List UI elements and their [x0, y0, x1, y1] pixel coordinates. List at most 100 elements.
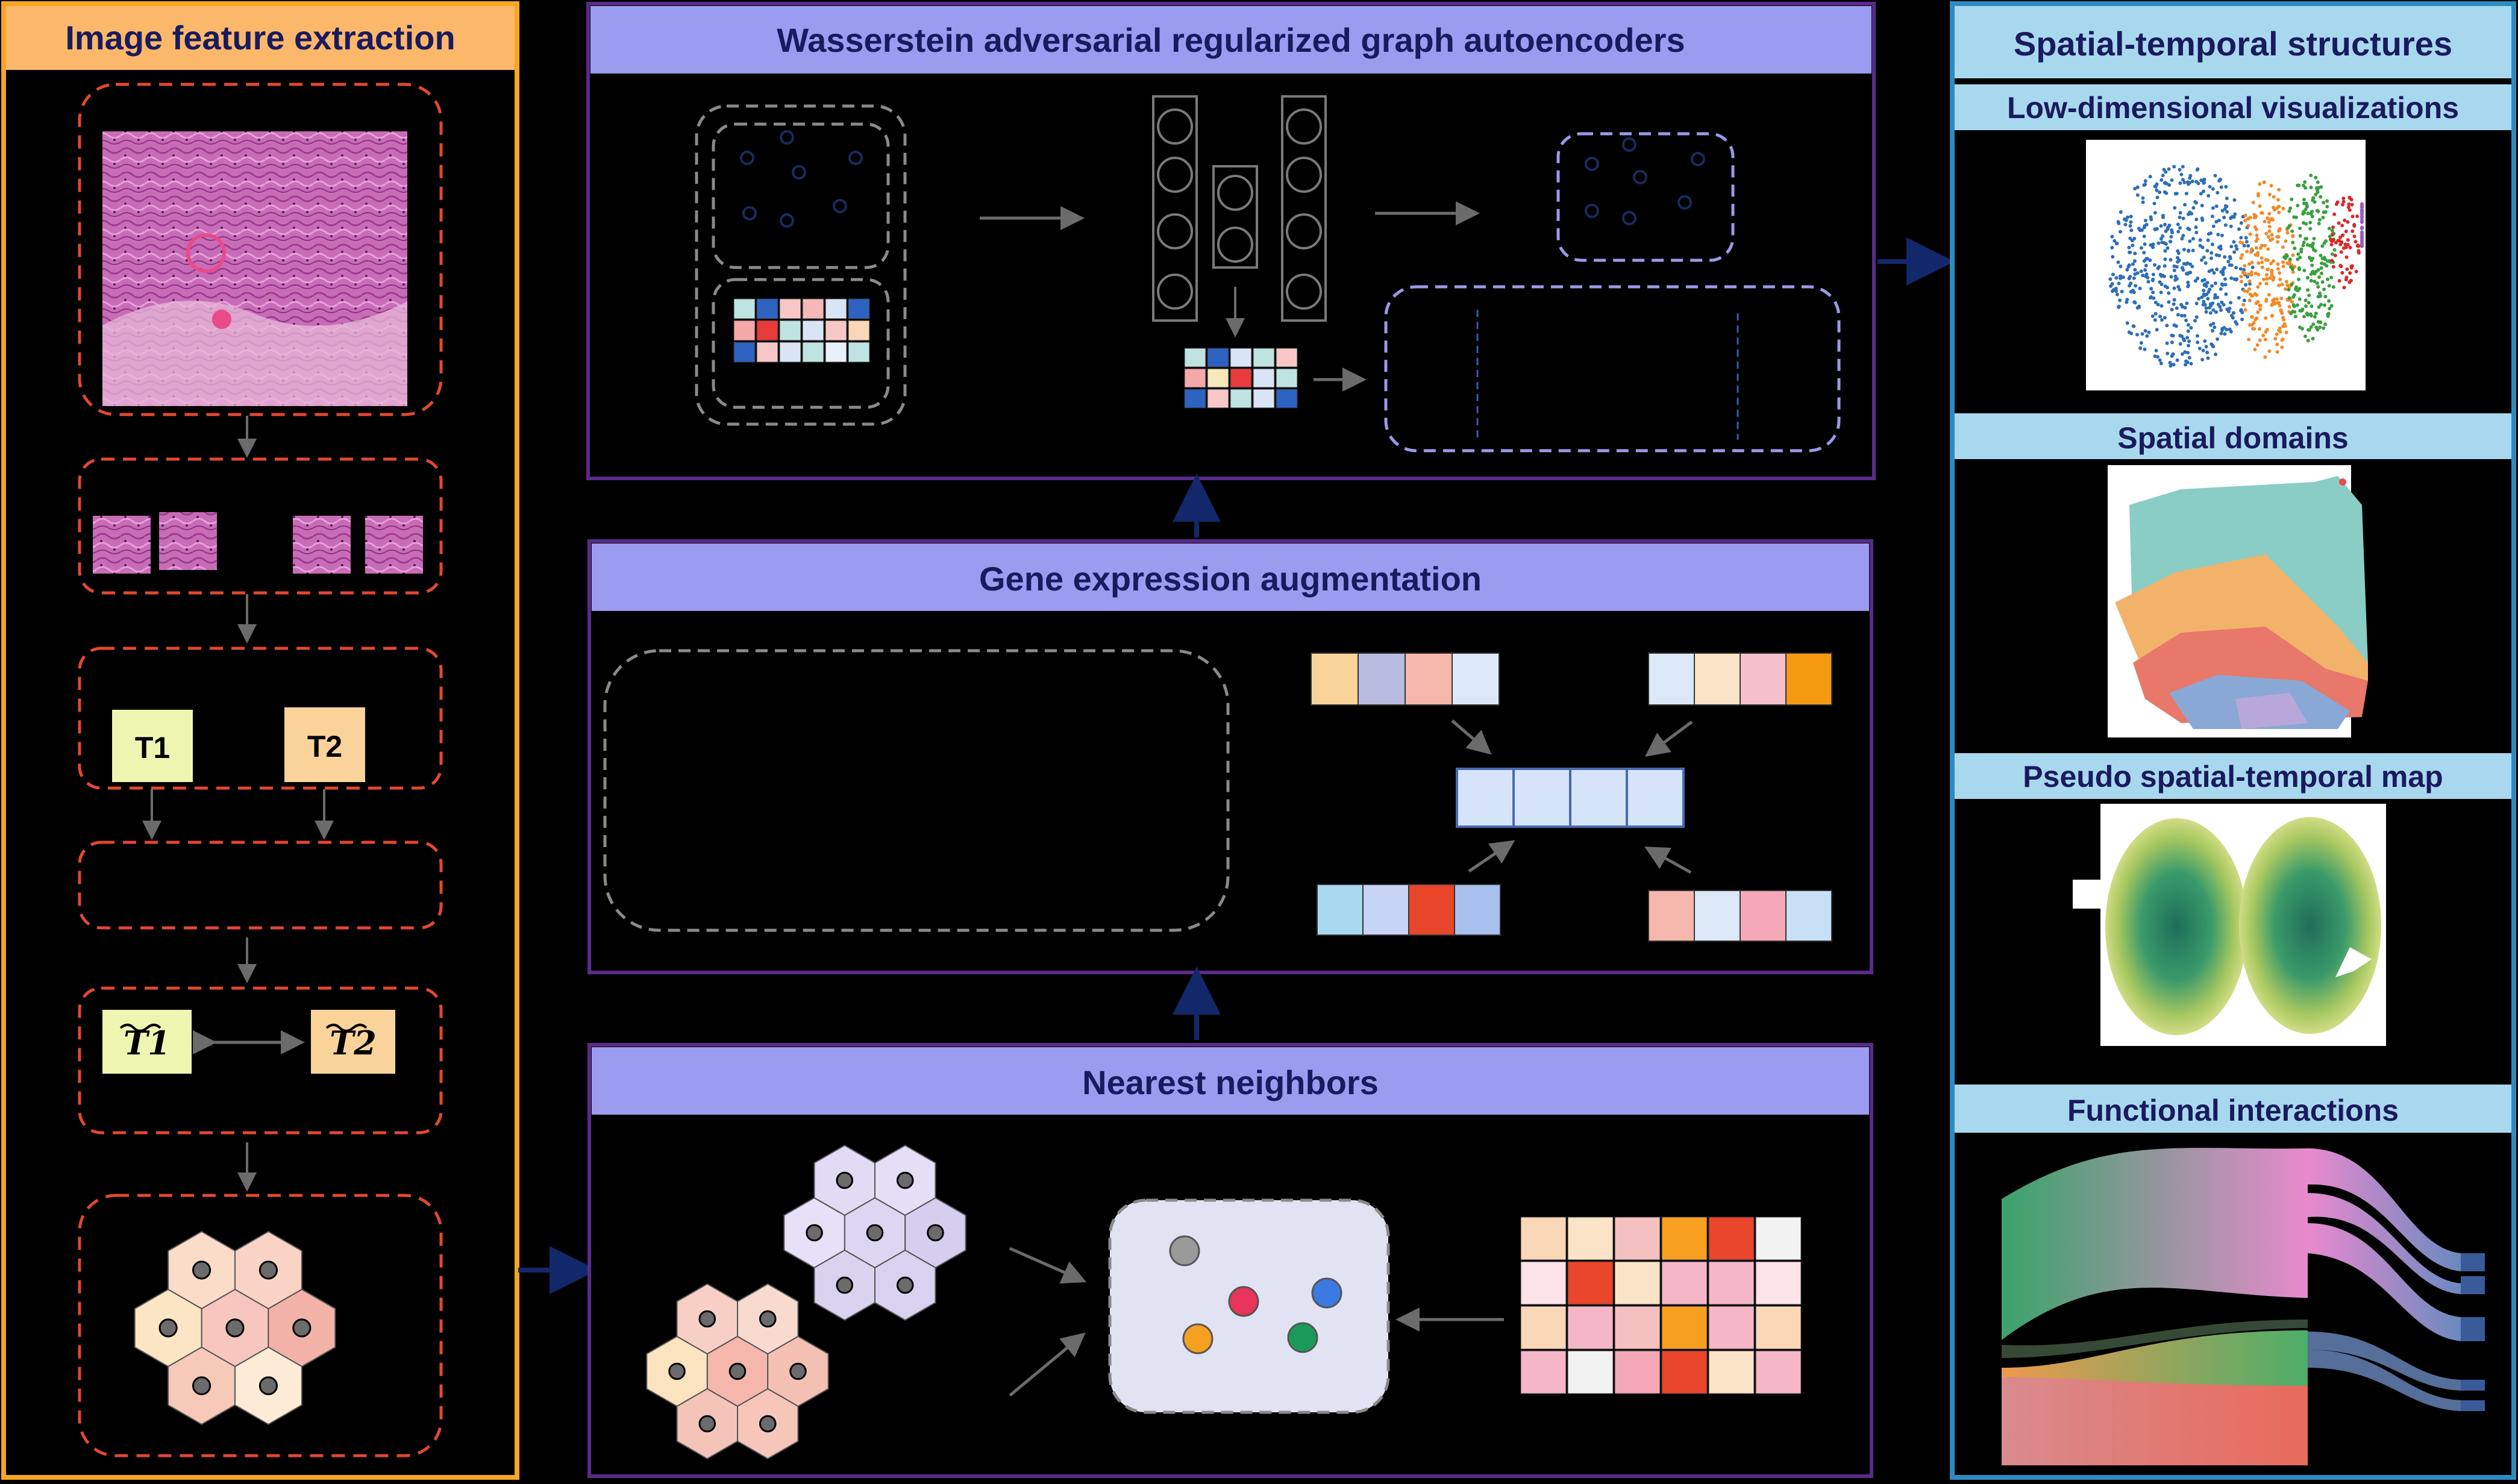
scatter-point — [2291, 270, 2295, 274]
hexgrid-left — [134, 1230, 336, 1426]
scatter-point — [2297, 297, 2302, 301]
scatter-point — [2217, 179, 2221, 183]
arrow-aug-1 — [1451, 719, 1492, 755]
scatter-point — [2360, 226, 2364, 230]
gene-vector-cell — [1740, 890, 1787, 942]
scatter-point — [2196, 277, 2200, 281]
scatter-point — [2282, 318, 2286, 322]
scatter-point — [2179, 302, 2184, 307]
scatter-point — [2329, 237, 2333, 242]
scatter-point — [2112, 288, 2116, 292]
scatter-point — [2129, 290, 2133, 294]
scatter-point — [2277, 283, 2281, 287]
scatter-point — [2222, 215, 2226, 219]
hex-nucleus — [836, 1171, 854, 1189]
scatter-point — [2211, 308, 2216, 312]
scatter-point — [2339, 265, 2343, 269]
aggregated-vector-cell — [1512, 768, 1571, 828]
scatter-point — [2239, 275, 2243, 278]
scatter-point — [2237, 296, 2241, 300]
scatter-point — [2322, 287, 2326, 292]
scatter-point — [2163, 257, 2167, 261]
scatter-point — [2193, 200, 2197, 204]
scatter-point — [2247, 287, 2252, 291]
scatter-point — [2171, 334, 2175, 338]
scatter-point — [2201, 348, 2205, 352]
scatter-point — [2340, 224, 2344, 228]
scatter-point — [2256, 261, 2261, 265]
scatter-point — [2308, 243, 2313, 248]
scatter-point — [2267, 220, 2271, 224]
scatter-point — [2182, 180, 2187, 184]
scatter-point — [2203, 261, 2208, 265]
scatter-point — [2290, 267, 2294, 271]
scatter-point — [2172, 264, 2176, 268]
scatter-point — [2205, 281, 2210, 285]
aggregated-vector-cell — [1569, 768, 1628, 828]
sankey-diagram — [2002, 1148, 2485, 1465]
scatter-point — [2303, 298, 2308, 302]
scatter-point — [2281, 207, 2285, 211]
scatter-point — [2265, 277, 2269, 281]
section-interactions-title: Functional interactions — [2067, 1094, 2399, 1127]
scatter-point — [2318, 291, 2322, 295]
scatter-point — [2196, 340, 2200, 345]
scatter-point — [2329, 275, 2334, 280]
scatter-point — [2244, 236, 2248, 240]
matrix-cell — [1207, 389, 1229, 409]
scatter-point — [2232, 215, 2236, 219]
scatter-point — [2151, 272, 2155, 277]
scatter-point — [2189, 326, 2193, 330]
scatter-point — [2258, 182, 2262, 186]
scatter-point — [2281, 245, 2285, 249]
scatter-point — [2142, 183, 2146, 187]
scatter-point — [2160, 240, 2164, 245]
scatter-point — [2191, 248, 2195, 252]
scatter-point — [2287, 209, 2291, 213]
scatter-point — [2194, 301, 2199, 305]
matrix-cell — [1661, 1350, 1708, 1394]
scatter-point — [2155, 188, 2159, 192]
scatter-point — [2344, 230, 2348, 233]
scatter-point — [2143, 268, 2147, 272]
scatter-point — [2280, 345, 2284, 349]
scatter-point — [2301, 243, 2305, 248]
matrix-cell — [1184, 368, 1206, 388]
scatter-point — [2167, 300, 2171, 304]
scatter-point — [2133, 259, 2137, 263]
scatter-point — [2150, 314, 2155, 318]
matrix-cell — [1184, 389, 1206, 409]
scatter-point — [2215, 268, 2219, 272]
scatter-point — [2219, 308, 2223, 312]
scatter-point — [2260, 211, 2264, 215]
scatter-point — [2291, 253, 2295, 257]
scatter-point — [2173, 278, 2178, 282]
scatter-point — [2205, 292, 2209, 296]
scatter-point — [2120, 289, 2124, 293]
scatter-point — [2275, 350, 2279, 354]
scatter-point — [2315, 208, 2319, 213]
scatter-point — [2350, 202, 2354, 207]
scatter-point — [2141, 274, 2145, 278]
matrix-cell — [1708, 1306, 1755, 1350]
scatter-point — [2214, 220, 2219, 224]
scatter-point — [2167, 183, 2172, 187]
scatter-point — [2266, 268, 2270, 271]
hex-nucleus — [728, 1362, 747, 1380]
scatter-point — [2317, 305, 2321, 309]
scatter-point — [2206, 296, 2210, 301]
scatter-point — [2172, 286, 2176, 290]
t2-tilde-label: T2 — [330, 1024, 377, 1062]
matrix-cell — [1207, 348, 1229, 368]
scatter-point — [2126, 215, 2130, 219]
scatter-point — [2135, 333, 2139, 337]
matrix-cell — [1661, 1306, 1708, 1350]
scatter-point — [2125, 268, 2129, 272]
matrix-cell — [1614, 1216, 1661, 1260]
scatter-point — [2267, 211, 2272, 216]
scatter-point — [2223, 283, 2228, 287]
matrix-cell — [1567, 1350, 1614, 1394]
scatter-point — [2194, 218, 2199, 222]
scatter-point — [2165, 341, 2169, 345]
scatter-point — [2330, 258, 2334, 263]
